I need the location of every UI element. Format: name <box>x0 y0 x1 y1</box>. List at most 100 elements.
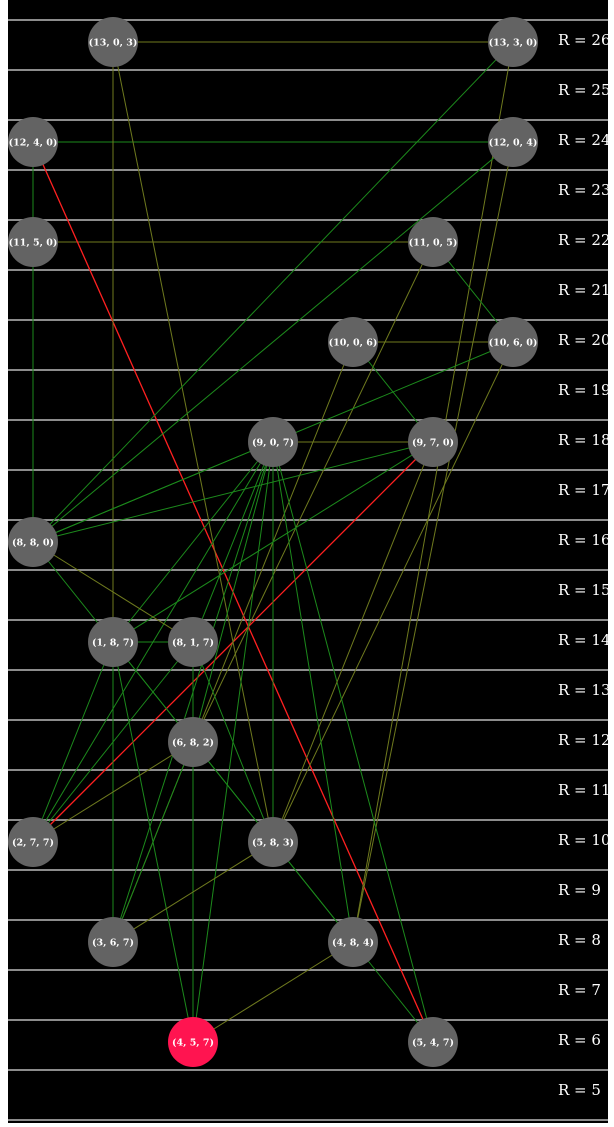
state-circle[interactable] <box>248 417 298 467</box>
edge-12-0-4-to-4-8-4 <box>352 141 514 943</box>
row-label-r-19: R = 19 <box>558 381 608 399</box>
row-label-r-8: R = 8 <box>558 931 601 949</box>
row-label-r-26: R = 26 <box>558 31 608 49</box>
state-node-11-0-5[interactable]: (11, 0, 5) <box>408 217 458 267</box>
diagram-canvas: (13, 0, 3) (13, 3, 0) (12, 4, 0) (12, 0, 4)… <box>8 0 608 1123</box>
state-circle[interactable] <box>88 917 138 967</box>
edge-8-1-7-to-5-8-3 <box>192 641 274 843</box>
state-circle[interactable] <box>408 1017 458 1067</box>
row-label-r-5: R = 5 <box>558 1081 601 1099</box>
row-lines <box>8 19 608 1121</box>
state-label: (9, 7, 0) <box>412 438 454 449</box>
state-label: (12, 4, 0) <box>9 138 58 149</box>
state-label: (13, 3, 0) <box>489 38 538 49</box>
state-label: (6, 8, 2) <box>172 738 214 749</box>
edge-11-0-5-to-6-8-2 <box>192 241 434 743</box>
state-label: (10, 6, 0) <box>489 338 538 349</box>
state-node-13-3-0[interactable]: (13, 3, 0) <box>488 17 538 67</box>
row-label-r-16: R = 16 <box>558 531 608 549</box>
state-node-8-1-7[interactable]: (8, 1, 7) <box>168 617 218 667</box>
state-label: (11, 5, 0) <box>9 238 58 249</box>
edge-8-8-0-to-8-1-7 <box>32 541 194 643</box>
state-label: (4, 5, 7) <box>172 1038 214 1049</box>
state-label: (11, 0, 5) <box>409 238 458 249</box>
state-label: (4, 8, 4) <box>332 938 374 949</box>
state-circle[interactable] <box>328 317 378 367</box>
state-label: (9, 0, 7) <box>252 438 294 449</box>
state-label: (8, 1, 7) <box>172 638 214 649</box>
edge-9-0-7-to-1-8-7 <box>112 441 274 643</box>
nodes: (13, 0, 3) (13, 3, 0) (12, 4, 0) (12, 0, 4)… <box>8 17 538 1067</box>
state-circle[interactable] <box>408 417 458 467</box>
state-label: (8, 8, 0) <box>12 538 54 549</box>
state-circle[interactable] <box>8 117 58 167</box>
row-label-r-15: R = 15 <box>558 581 608 599</box>
state-circle[interactable] <box>328 917 378 967</box>
state-circle[interactable] <box>408 217 458 267</box>
edge-12-0-4-to-8-8-0 <box>32 141 514 543</box>
edge-9-7-0-to-1-8-7 <box>112 441 434 643</box>
state-node-4-5-7[interactable]: (4, 5, 7) <box>168 1017 218 1067</box>
state-label: (1, 8, 7) <box>92 638 134 649</box>
row-label-r-12: R = 12 <box>558 731 608 749</box>
edge-9-0-7-to-8-8-0 <box>32 441 274 543</box>
state-circle[interactable] <box>8 217 58 267</box>
state-label: (5, 4, 7) <box>412 1038 454 1049</box>
state-label: (10, 0, 6) <box>329 338 378 349</box>
state-label: (12, 0, 4) <box>489 138 538 149</box>
state-circle[interactable] <box>168 617 218 667</box>
state-node-12-0-4[interactable]: (12, 0, 4) <box>488 117 538 167</box>
edge-6-8-2-to-3-6-7 <box>112 741 194 943</box>
state-node-10-6-0[interactable]: (10, 6, 0) <box>488 317 538 367</box>
row-label-r-17: R = 17 <box>558 481 608 499</box>
state-node-5-4-7[interactable]: (5, 4, 7) <box>408 1017 458 1067</box>
row-label-r-10: R = 10 <box>558 831 608 849</box>
row-label-r-9: R = 9 <box>558 881 601 899</box>
state-circle[interactable] <box>8 517 58 567</box>
edge-9-7-0-to-5-8-3 <box>272 441 434 843</box>
state-node-10-0-6[interactable]: (10, 0, 6) <box>328 317 378 367</box>
state-node-13-0-3[interactable]: (13, 0, 3) <box>88 17 138 67</box>
row-label-r-20: R = 20 <box>558 331 608 349</box>
state-node-1-8-7[interactable]: (1, 8, 7) <box>88 617 138 667</box>
edge-6-8-2-to-2-7-7 <box>32 741 194 843</box>
state-circle[interactable] <box>488 17 538 67</box>
edge-2-7-7-to-1-8-7 <box>32 641 114 843</box>
state-node-9-7-0[interactable]: (9, 7, 0) <box>408 417 458 467</box>
current-state-circle[interactable] <box>168 1017 218 1067</box>
state-node-11-5-0[interactable]: (11, 5, 0) <box>8 217 58 267</box>
edge-13-3-0-to-8-8-0 <box>32 41 514 543</box>
row-label-r-18: R = 18 <box>558 431 608 449</box>
state-node-12-4-0[interactable]: (12, 4, 0) <box>8 117 58 167</box>
edge-9-0-7-to-4-8-4 <box>272 441 354 943</box>
state-label: (13, 0, 3) <box>89 38 138 49</box>
state-node-5-8-3[interactable]: (5, 8, 3) <box>248 817 298 867</box>
state-circle[interactable] <box>248 817 298 867</box>
edge-9-0-7-to-5-4-7 <box>272 441 434 1043</box>
state-circle[interactable] <box>88 17 138 67</box>
state-node-3-6-7[interactable]: (3, 6, 7) <box>88 917 138 967</box>
row-label-r-7: R = 7 <box>558 981 601 999</box>
row-label-r-22: R = 22 <box>558 231 608 249</box>
state-graph: (13, 0, 3) (13, 3, 0) (12, 4, 0) (12, 0, 4)… <box>8 17 608 1121</box>
row-label-r-23: R = 23 <box>558 181 608 199</box>
state-circle[interactable] <box>488 317 538 367</box>
state-label: (2, 7, 7) <box>12 838 54 849</box>
state-circle[interactable] <box>488 117 538 167</box>
state-circle[interactable] <box>8 817 58 867</box>
state-circle[interactable] <box>88 617 138 667</box>
edge-10-6-0-to-5-8-3 <box>272 341 514 843</box>
row-label-r-14: R = 14 <box>558 631 608 649</box>
edge-9-0-7-to-2-7-7 <box>32 441 274 843</box>
edge-8-1-7-to-2-7-7 <box>32 641 194 843</box>
state-label: (5, 8, 3) <box>252 838 294 849</box>
state-circle[interactable] <box>168 717 218 767</box>
edge-4-8-4-to-4-5-7 <box>192 941 354 1043</box>
state-node-2-7-7[interactable]: (2, 7, 7) <box>8 817 58 867</box>
state-node-9-0-7[interactable]: (9, 0, 7) <box>248 417 298 467</box>
state-node-4-8-4[interactable]: (4, 8, 4) <box>328 917 378 967</box>
state-node-8-8-0[interactable]: (8, 8, 0) <box>8 517 58 567</box>
state-node-6-8-2[interactable]: (6, 8, 2) <box>168 717 218 767</box>
row-label-r-25: R = 25 <box>558 81 608 99</box>
state-label: (3, 6, 7) <box>92 938 134 949</box>
